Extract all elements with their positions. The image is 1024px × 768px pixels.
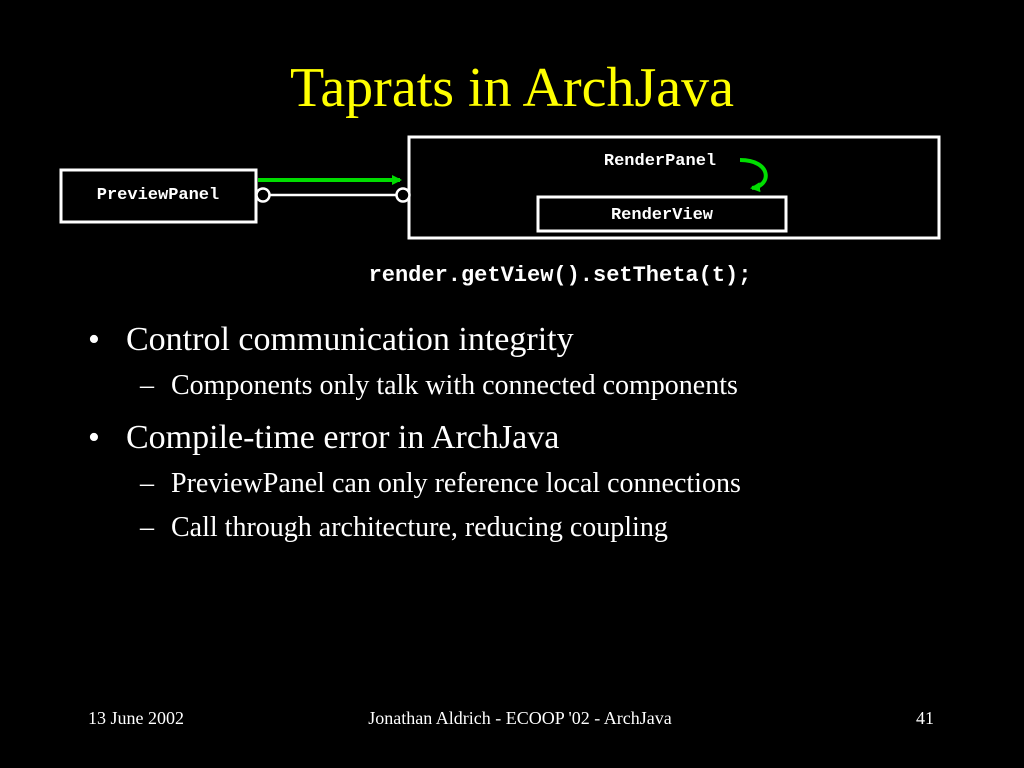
render-panel-label: RenderPanel xyxy=(604,152,716,171)
preview-panel-label: PreviewPanel xyxy=(97,186,219,205)
bullet-dash-icon: – xyxy=(140,512,154,543)
bullet-text: Control communication integrity xyxy=(126,321,574,358)
footer-date: 13 June 2002 xyxy=(88,708,184,728)
sub-bullet-text: Call through architecture, reducing coup… xyxy=(171,512,668,543)
bullet-dash-icon: – xyxy=(140,370,154,401)
bullet-dash-icon: – xyxy=(140,468,154,499)
footer-center: Jonathan Aldrich - ECOOP '02 - ArchJava xyxy=(368,708,672,728)
curved-arrow-icon xyxy=(739,158,768,193)
slide-title: Taprats in ArchJava xyxy=(290,57,734,119)
sub-bullet-text: Components only talk with connected comp… xyxy=(171,370,738,401)
bullet-dot-icon: • xyxy=(88,321,100,358)
render-view-box xyxy=(536,195,788,233)
code-snippet: render.getView().setTheta(t); xyxy=(368,263,752,288)
render-panel-box xyxy=(407,135,941,240)
bullet-dot-icon: • xyxy=(88,419,100,456)
sub-bullet-text: PreviewPanel can only reference local co… xyxy=(171,468,741,499)
preview-port-icon xyxy=(255,187,271,203)
bullet-text: Compile-time error in ArchJava xyxy=(126,419,560,456)
render-port-icon xyxy=(395,187,411,203)
render-view-label: RenderView xyxy=(611,206,714,225)
page-number: 41 xyxy=(916,708,934,728)
